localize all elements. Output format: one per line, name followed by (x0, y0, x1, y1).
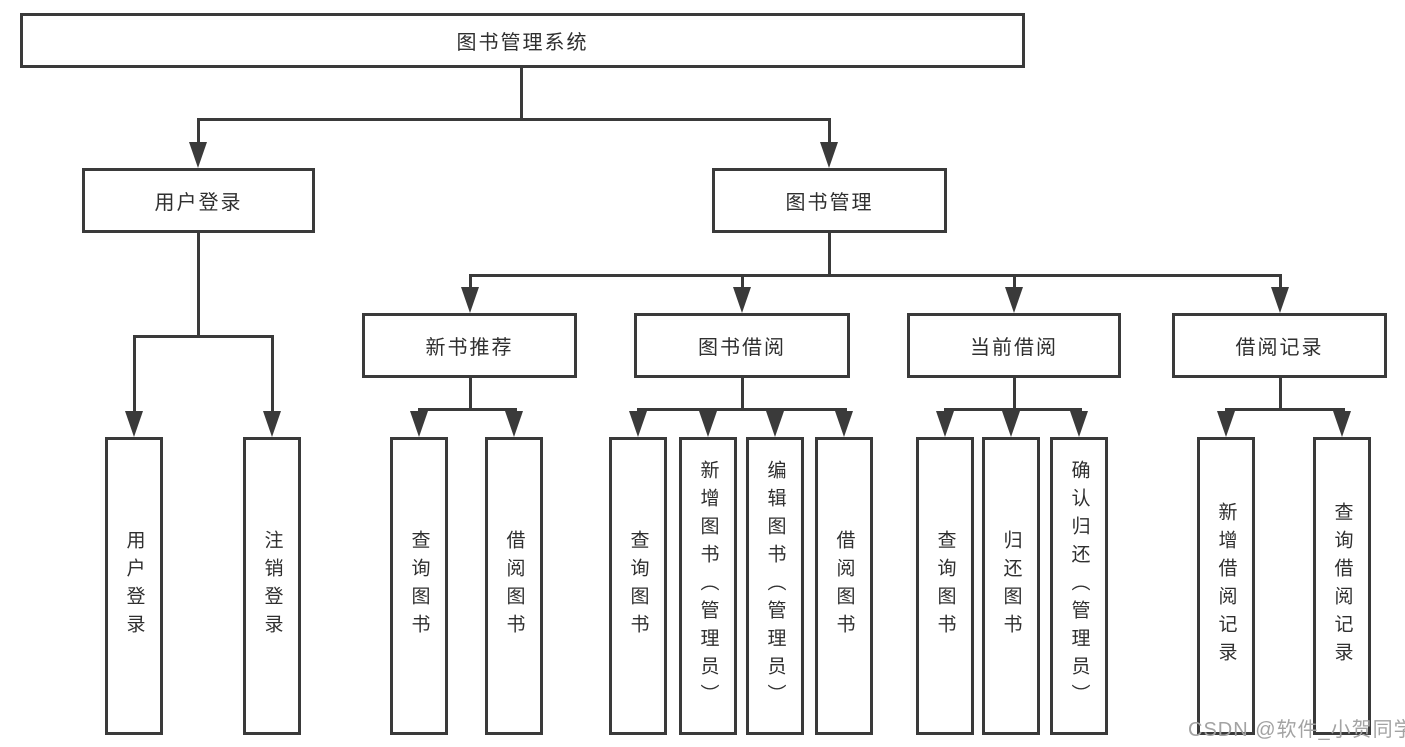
node-book-borrow-label: 图书借阅 (698, 337, 786, 359)
node-book-borrow: 图书借阅 (634, 313, 850, 378)
node-borrow-record: 借阅记录 (1172, 313, 1387, 378)
leaf-add-borrow-record-label: 新增借阅记录 (1215, 502, 1237, 670)
connector-stub-borrow-record (1279, 274, 1282, 290)
leaf-borrow-book-label: 借阅图书 (833, 530, 855, 642)
connector-stub-book-borrow (741, 274, 744, 290)
leaf-query-borrow-record: 查询借阅记录 (1313, 437, 1371, 735)
arrow-to-recommend-query (410, 411, 428, 437)
arrow-to-borrow-book (835, 411, 853, 437)
connector-book-borrow-vertical (741, 378, 744, 410)
connector-current-borrow-horizontal (944, 408, 1082, 411)
leaf-user-login: 用户登录 (105, 437, 163, 735)
arrow-to-new-book-recommend (461, 287, 479, 313)
leaf-add-borrow-record: 新增借阅记录 (1197, 437, 1255, 735)
leaf-logout: 注销登录 (243, 437, 301, 735)
csdn-watermark: CSDN @软件_小贺同学 (1188, 719, 1405, 741)
leaf-edit-book-admin: 编辑图书（管理员） (746, 437, 804, 735)
connector-user-login-vertical (197, 233, 200, 335)
connector-root-horizontal (197, 118, 831, 121)
node-book-management: 图书管理 (712, 168, 947, 233)
leaf-recommend-query-book-label: 查询图书 (408, 530, 430, 642)
leaf-recommend-borrow-book-label: 借阅图书 (503, 530, 525, 642)
node-root: 图书管理系统 (20, 13, 1025, 68)
connector-current-borrow-vertical (1013, 378, 1016, 410)
leaf-confirm-return-admin: 确认归还（管理员） (1050, 437, 1108, 735)
leaf-query-borrow-record-label: 查询借阅记录 (1331, 502, 1353, 670)
node-new-book-recommend-label: 新书推荐 (425, 337, 514, 359)
leaf-user-login-label: 用户登录 (123, 530, 145, 642)
node-current-borrow-label: 当前借阅 (970, 337, 1058, 359)
arrow-to-book-borrow (733, 287, 751, 313)
leaf-recommend-borrow-book: 借阅图书 (485, 437, 543, 735)
node-current-borrow: 当前借阅 (907, 313, 1121, 378)
node-new-book-recommend: 新书推荐 (362, 313, 577, 378)
leaf-borrow-query-book: 查询图书 (609, 437, 667, 735)
connector-stub-user-login (197, 118, 200, 146)
arrow-to-leaf-user-login (125, 411, 143, 437)
connector-root-vertical (520, 68, 523, 118)
arrow-to-leaf-logout (263, 411, 281, 437)
leaf-current-query-book-label: 查询图书 (934, 530, 956, 642)
node-borrow-record-label: 借阅记录 (1235, 337, 1324, 359)
arrow-to-book-management (820, 142, 838, 168)
arrow-to-confirm-return (1070, 411, 1088, 437)
arrow-to-query-record (1333, 411, 1351, 437)
leaf-borrow-query-book-label: 查询图书 (627, 530, 649, 642)
node-user-login: 用户登录 (82, 168, 315, 233)
leaf-return-book-label: 归还图书 (1000, 530, 1022, 642)
leaf-return-book: 归还图书 (982, 437, 1040, 735)
leaf-confirm-return-admin-label: 确认归还（管理员） (1068, 460, 1090, 712)
connector-stub-book-management (828, 118, 831, 146)
leaf-borrow-book: 借阅图书 (815, 437, 873, 735)
connector-book-management-vertical (828, 233, 831, 276)
arrow-to-current-query (936, 411, 954, 437)
connector-borrow-record-horizontal (1225, 408, 1345, 411)
node-book-management-label: 图书管理 (785, 192, 874, 214)
arrow-to-current-borrow (1005, 287, 1023, 313)
leaf-edit-book-admin-label: 编辑图书（管理员） (764, 460, 786, 712)
node-root-label: 图书管理系统 (456, 32, 589, 54)
arrow-to-borrow-query (629, 411, 647, 437)
arrow-to-borrow-record (1271, 287, 1289, 313)
connector-book-borrow-horizontal (637, 408, 847, 411)
connector-stub-new-book-recommend (469, 274, 472, 290)
arrow-to-add-book (699, 411, 717, 437)
connector-recommend-vertical (469, 378, 472, 410)
connector-stub-current-borrow (1013, 274, 1016, 290)
connector-stub-leaf-user-login (133, 335, 136, 415)
connector-level3-horizontal (469, 274, 1282, 277)
arrow-to-recommend-borrow (505, 411, 523, 437)
connector-recommend-horizontal (418, 408, 517, 411)
leaf-add-book-admin-label: 新增图书（管理员） (697, 460, 719, 712)
leaf-recommend-query-book: 查询图书 (390, 437, 448, 735)
arrow-to-edit-book (766, 411, 784, 437)
connector-user-login-horizontal (133, 335, 274, 338)
leaf-logout-label: 注销登录 (261, 530, 283, 642)
connector-stub-leaf-logout (271, 335, 274, 415)
leaf-current-query-book: 查询图书 (916, 437, 974, 735)
leaf-add-book-admin: 新增图书（管理员） (679, 437, 737, 735)
arrow-to-add-record (1217, 411, 1235, 437)
arrow-to-user-login (189, 142, 207, 168)
arrow-to-return-book (1002, 411, 1020, 437)
node-user-login-label: 用户登录 (154, 192, 243, 214)
connector-borrow-record-vertical (1279, 378, 1282, 410)
